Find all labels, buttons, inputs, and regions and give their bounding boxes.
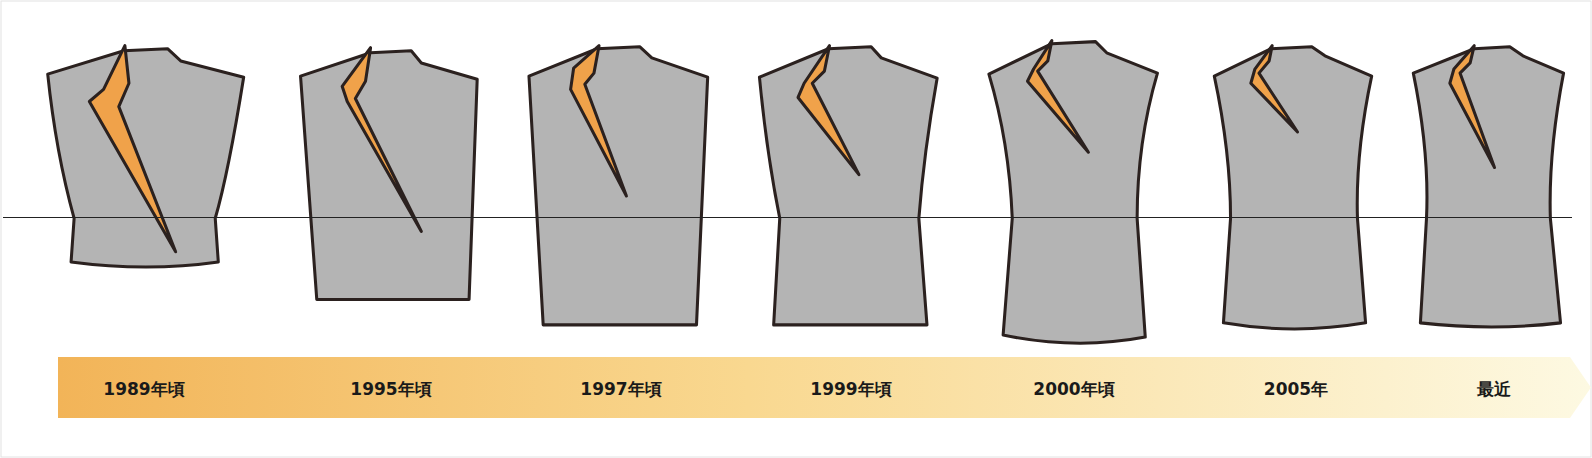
jacket-lapel <box>342 48 421 232</box>
period-label: 2000年頃 <box>1033 378 1114 401</box>
period-label: 最近 <box>1477 378 1511 401</box>
jacket-body <box>529 47 708 325</box>
jacket-lapel <box>1251 46 1298 132</box>
period-label: 1999年頃 <box>810 378 891 401</box>
jacket-body <box>989 42 1158 344</box>
period-label: 1989年頃 <box>103 378 184 401</box>
period-label: 2005年 <box>1264 378 1328 401</box>
jacket-lapel <box>571 46 627 196</box>
period-label: 1995年頃 <box>350 378 431 401</box>
jacket-body <box>759 47 937 325</box>
jacket-lapel <box>1027 41 1088 153</box>
jacket-lapel <box>89 46 175 252</box>
jacket-body <box>1413 47 1563 327</box>
jacket-body <box>48 49 244 267</box>
reference-line <box>3 217 1572 218</box>
jacket-lapel <box>1450 46 1495 168</box>
jacket-body <box>1214 47 1371 329</box>
jacket-lapel <box>798 46 859 175</box>
period-label: 1997年頃 <box>580 378 661 401</box>
timeline-band: 1989年頃 1995年頃 1997年頃 1999年頃 2000年頃 2005年 最近 <box>58 357 1592 418</box>
timeline-arrow <box>58 357 1591 418</box>
